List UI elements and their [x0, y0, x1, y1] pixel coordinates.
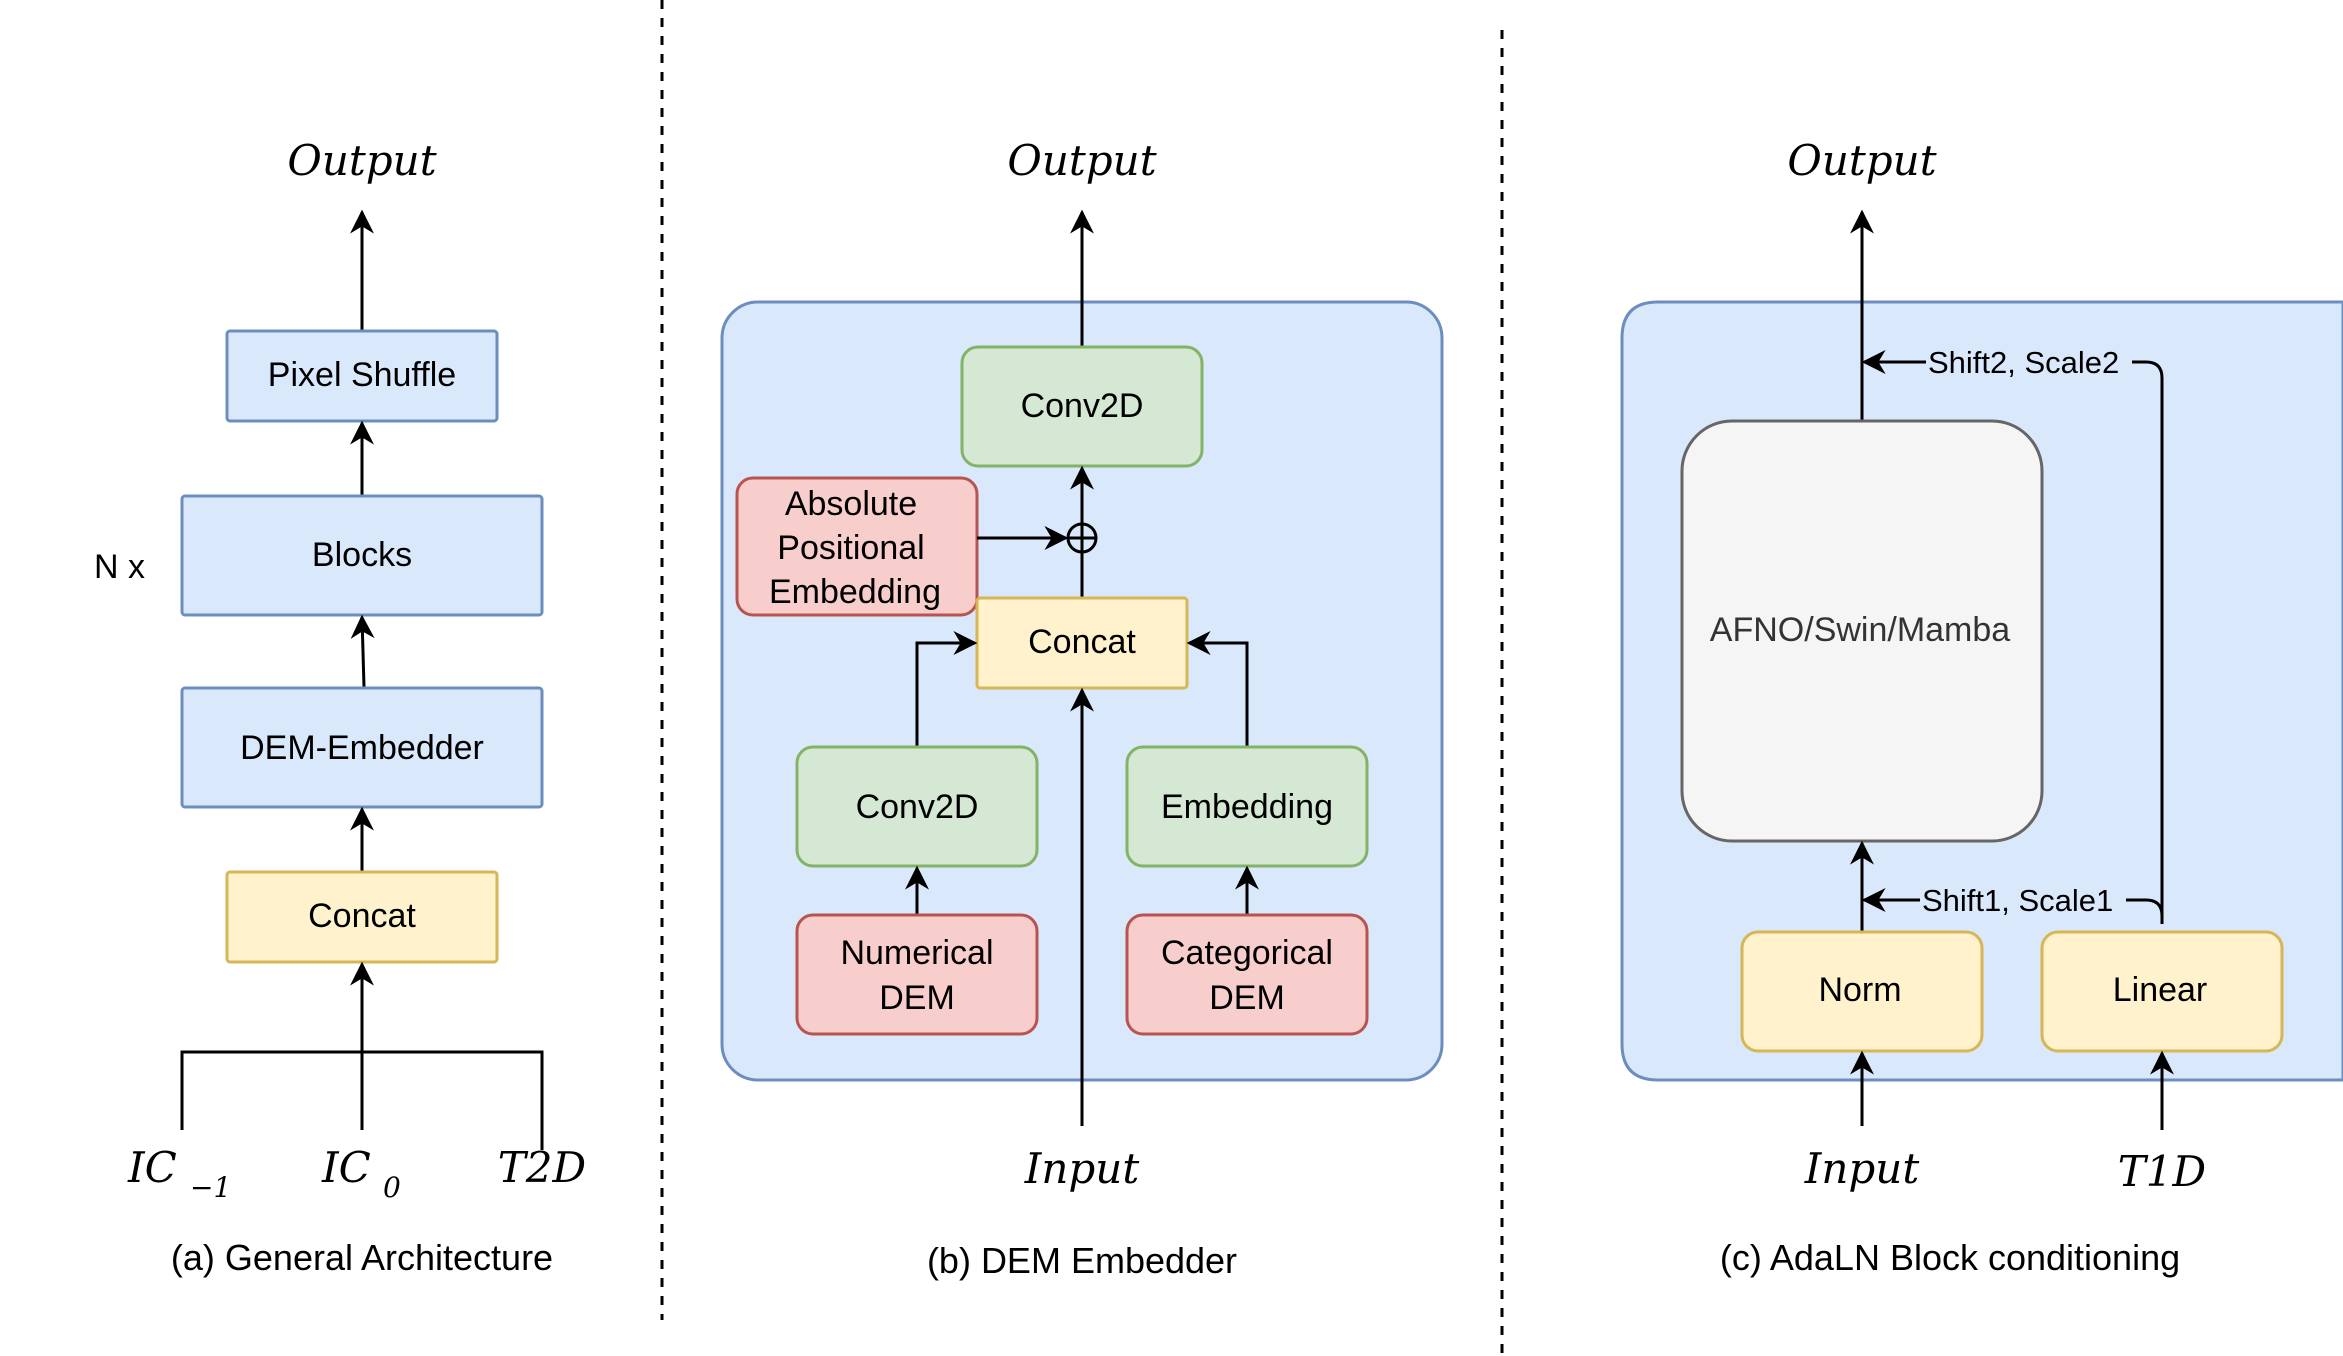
panel-general-architecture: Output Pixel Shuffle Blocks N x DEM-Embe…: [94, 136, 586, 1278]
abs-pos-line1: Absolute: [785, 485, 917, 523]
concat-label-b: Concat: [1028, 623, 1136, 661]
input-t2d: T2D: [498, 1143, 586, 1192]
panel-adaln-conditioning: Output Shift2, Scale2 AFNO/Swin/Mamba Sh…: [1620, 136, 2343, 1278]
caption-a: (a) General Architecture: [171, 1237, 553, 1278]
numerical-line1: Numerical: [840, 934, 993, 972]
arrow-embedding-to-concat: [1186, 631, 1249, 746]
categorical-line1: Categorical: [1161, 934, 1333, 972]
embedding-label: Embedding: [1161, 788, 1333, 826]
n-times-label: N x: [94, 548, 145, 586]
panel-c-output-label: Output: [1787, 136, 1936, 185]
caption-b: (b) DEM Embedder: [927, 1240, 1237, 1281]
line-linear-to-shift2: [2132, 360, 2164, 924]
pixel-shuffle-label: Pixel Shuffle: [268, 356, 456, 394]
afno-block-label: AFNO/Swin/Mamba: [1710, 611, 2010, 649]
caption-c: (c) AdaLN Block conditioning: [1720, 1237, 2180, 1278]
input-ic-minus1: IC −1: [127, 1143, 231, 1204]
numerical-line2: DEM: [879, 979, 955, 1017]
norm-label: Norm: [1818, 971, 1901, 1009]
categorical-line2: DEM: [1209, 979, 1285, 1017]
categorical-dem-box: [1125, 913, 1369, 1036]
concat-label-a: Concat: [308, 897, 416, 935]
abs-pos-line3: Embedding: [769, 573, 941, 611]
arrow-conv2d-to-concat: [915, 631, 978, 746]
svg-text:IC: IC: [127, 1143, 177, 1192]
svg-text:−1: −1: [190, 1171, 231, 1204]
panel-c-input-label: Input: [1804, 1144, 1920, 1193]
svg-text:0: 0: [383, 1171, 401, 1204]
panel-dem-embedder: Output Conv2D Absolute Positional Embedd…: [720, 136, 1444, 1281]
input-ic-0: IC 0: [321, 1143, 401, 1204]
abs-pos-embedding-box: [735, 476, 979, 617]
panel-b-input-label: Input: [1024, 1144, 1140, 1193]
panel-a-output-label: Output: [287, 136, 436, 185]
linear-label: Linear: [2113, 971, 2208, 1009]
shift2-label: Shift2, Scale2: [1928, 345, 2119, 380]
conv2d-top-label: Conv2D: [1021, 387, 1144, 425]
arrow-dem-to-blocks: [350, 614, 375, 688]
svg-text:IC: IC: [321, 1143, 371, 1192]
shift1-label: Shift1, Scale1: [1922, 883, 2113, 918]
blocks-label: Blocks: [312, 536, 412, 574]
panel-b-output-label: Output: [1007, 136, 1156, 185]
input-merge-lines: [180, 1050, 544, 1150]
numerical-dem-box: [795, 913, 1039, 1036]
panel-c-t1d-label: T1D: [2118, 1147, 2206, 1196]
line-linear-to-shift1: [2126, 898, 2164, 924]
dem-embedder-label: DEM-Embedder: [240, 729, 484, 767]
conv2d-bottom-label: Conv2D: [856, 788, 979, 826]
abs-pos-line2: Positional: [777, 529, 924, 567]
